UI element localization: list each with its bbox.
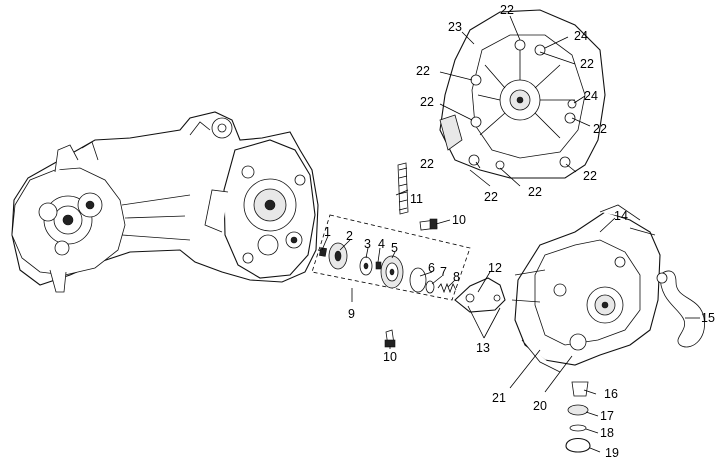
- callout-12: 12: [488, 261, 502, 275]
- callout-22-bottom-mid: 22: [484, 190, 498, 204]
- callout-22-top: 22: [500, 3, 514, 17]
- callout-7: 7: [440, 265, 447, 279]
- callout-24-upper: 24: [574, 29, 588, 43]
- callout-13: 13: [476, 341, 490, 355]
- callout-1: 1: [324, 225, 331, 239]
- callout-22-bottom-right: 22: [583, 169, 597, 183]
- crankcase-assembly: [11, 111, 319, 293]
- small-parts: [317, 162, 506, 348]
- callout-3: 3: [364, 237, 371, 251]
- callout-6: 6: [428, 261, 435, 275]
- right-crankcase-half: [511, 204, 705, 453]
- callout-24-lower: 24: [584, 89, 598, 103]
- callout-10-lower: 10: [383, 350, 397, 364]
- callout-9: 9: [348, 307, 355, 321]
- callout-23: 23: [448, 20, 462, 34]
- callout-5: 5: [391, 241, 398, 255]
- callout-16: 16: [604, 387, 618, 401]
- callout-14: 14: [614, 209, 628, 223]
- group-outline: [311, 214, 471, 301]
- callout-22-bottom-center: 22: [528, 185, 542, 199]
- callout-22-right-upper: 22: [580, 57, 594, 71]
- callout-2: 2: [346, 229, 353, 243]
- callout-20: 20: [533, 399, 547, 413]
- callout-15: 15: [701, 311, 715, 325]
- callout-22-left-upper: 22: [416, 64, 430, 78]
- leader-lines: [321, 15, 700, 453]
- callout-18: 18: [600, 426, 614, 440]
- callout-22-left-lower: 22: [420, 95, 434, 109]
- callout-21: 21: [492, 391, 506, 405]
- callout-17: 17: [600, 409, 614, 423]
- callout-8: 8: [453, 270, 460, 284]
- callout-22-bottom-left: 22: [420, 157, 434, 171]
- callout-19: 19: [605, 446, 619, 460]
- callout-4: 4: [378, 237, 385, 251]
- callout-10-upper: 10: [452, 213, 466, 227]
- side-cover: [439, 9, 606, 179]
- callout-22-right-lower: 22: [593, 122, 607, 136]
- callout-11: 11: [410, 192, 423, 206]
